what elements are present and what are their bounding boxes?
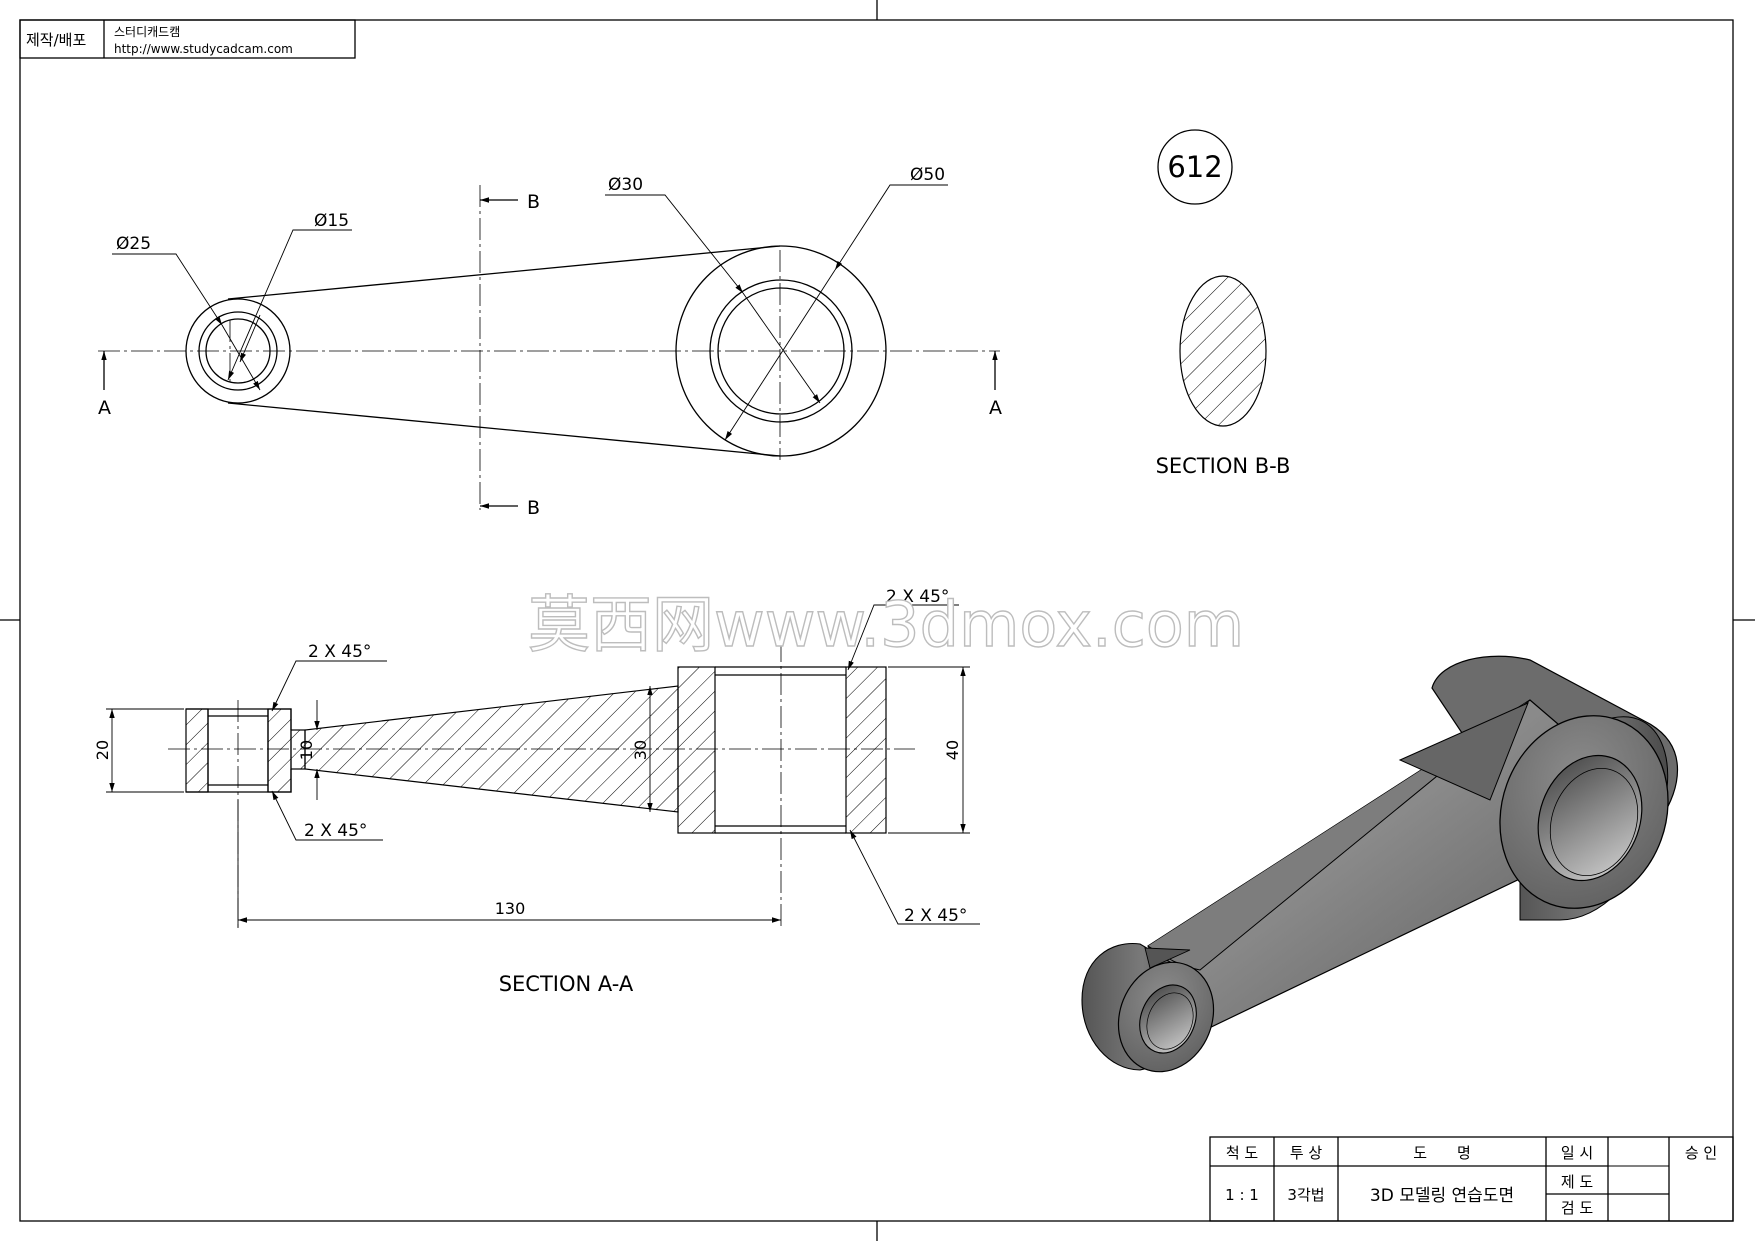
header-block: 제작/배포 스터디캐드캠 http://www.studycadcam.com — [19, 19, 356, 59]
chamfer-bottom-large: 2 X 45° — [904, 906, 967, 926]
header-url: http://www.studycadcam.com — [114, 42, 293, 56]
section-bb-label: SECTION B-B — [1156, 454, 1291, 478]
title-block: 척 도 투 상 도 명 일 시 승 인 1 : 1 3각법 3D 모델링 연습도… — [1209, 1136, 1734, 1222]
date-label: 일 시 — [1561, 1144, 1593, 1162]
section-a-right: A — [989, 397, 1002, 419]
watermark: 莫西网www.3dmox.com — [528, 588, 1244, 661]
section-aa-label: SECTION A-A — [499, 972, 634, 996]
checked-label: 검 도 — [1561, 1199, 1594, 1217]
name-value: 3D 모델링 연습도면 — [1370, 1186, 1514, 1206]
header-company: 스터디캐드캠 — [114, 25, 180, 39]
dim-130: 130 — [495, 899, 526, 918]
chamfer-top-large: 2 X 45° — [886, 587, 949, 607]
chamfer-bottom-small: 2 X 45° — [304, 821, 367, 841]
dim-20: 20 — [93, 740, 112, 760]
section-aa: 20 10 30 40 130 2 X 45° 2 X 45° 2 X 45° … — [93, 587, 980, 996]
approve-label: 승 인 — [1685, 1144, 1717, 1162]
dim-small-outer: Ø25 — [116, 234, 151, 254]
scale-value: 1 : 1 — [1225, 1186, 1259, 1204]
section-bb: SECTION B-B — [1156, 275, 1291, 478]
name-label: 도 명 — [1413, 1144, 1471, 1162]
top-view: A A B B Ø25 Ø15 Ø30 Ø50 — [98, 165, 1002, 519]
dim-large-inner: Ø30 — [608, 175, 643, 195]
section-b-bottom: B — [527, 497, 540, 519]
drawing-number-badge: 612 — [1157, 129, 1233, 205]
header-label: 제작/배포 — [26, 31, 86, 49]
dim-30: 30 — [631, 740, 650, 760]
dim-10: 10 — [297, 740, 316, 760]
drawn-label: 제 도 — [1561, 1173, 1594, 1191]
drawing-number: 612 — [1167, 150, 1222, 184]
isometric-view — [1081, 655, 1679, 1073]
dim-large-outer: Ø50 — [910, 165, 945, 185]
projection-value: 3각법 — [1287, 1186, 1324, 1204]
scale-label: 척 도 — [1226, 1144, 1259, 1162]
projection-label: 투 상 — [1290, 1144, 1323, 1162]
dim-small-inner: Ø15 — [314, 211, 349, 231]
section-a-left: A — [98, 397, 111, 419]
chamfer-top-small: 2 X 45° — [308, 642, 371, 662]
section-b-top: B — [527, 191, 540, 213]
dim-40: 40 — [943, 740, 962, 760]
